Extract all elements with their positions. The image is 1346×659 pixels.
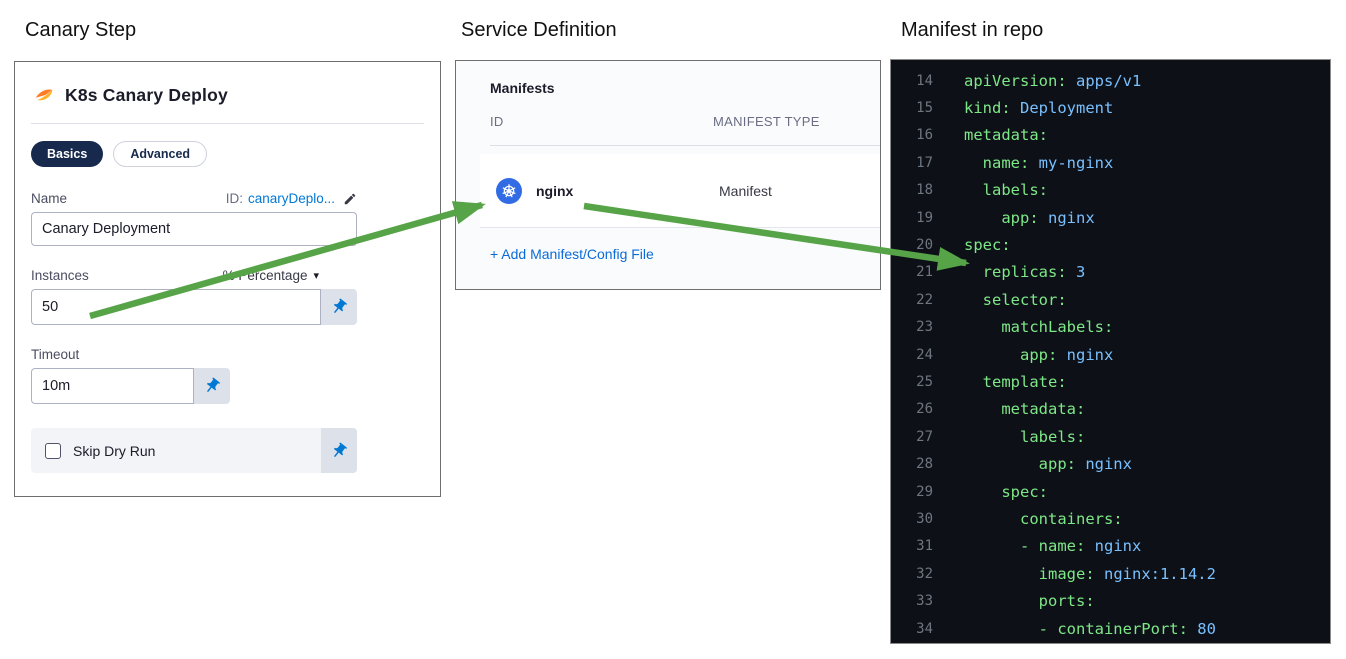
code-line: 26 metadata: [916, 400, 1086, 419]
instances-pin-button[interactable] [321, 289, 357, 325]
code-line: 28 app: nginx [916, 455, 1132, 474]
code-line: 32 image: nginx:1.14.2 [916, 564, 1216, 583]
code-line: 24 app: nginx [916, 345, 1114, 364]
instances-unit-dropdown[interactable]: % Percentage ▾ [222, 268, 319, 283]
manifest-in-repo-label: Manifest in repo [901, 19, 1044, 41]
name-input[interactable] [31, 212, 357, 246]
manifest-id-cell: nginx [536, 182, 574, 199]
pin-icon [206, 377, 220, 392]
service-definition-panel: Manifests ID MANIFEST TYPE nginx Manifes… [455, 60, 881, 290]
step-tabs: Basics Advanced [31, 141, 424, 167]
kubernetes-icon [496, 177, 522, 204]
code-line: 27 labels: [916, 427, 1086, 446]
header-divider [31, 123, 424, 124]
timeout-field [31, 368, 424, 404]
code-line: 22 selector: [916, 290, 1067, 309]
manifest-row-nginx[interactable]: nginx Manifest [480, 154, 880, 228]
code-line: 33 ports: [916, 592, 1095, 611]
timeout-pin-button[interactable] [194, 368, 230, 404]
edit-pencil-icon[interactable] [343, 192, 357, 206]
code-line: 23 matchLabels: [916, 318, 1114, 337]
skip-dry-run-pin-button[interactable] [321, 428, 357, 473]
service-definition-label: Service Definition [461, 19, 617, 41]
pin-icon [333, 442, 347, 457]
instances-input[interactable] [31, 289, 321, 325]
name-label: Name [31, 191, 68, 206]
step-title: K8s Canary Deploy [65, 84, 228, 105]
timeout-label: Timeout [31, 347, 80, 362]
canary-bird-icon [33, 84, 55, 106]
manifest-type-cell: Manifest [719, 182, 772, 199]
code-line: 31 - name: nginx [916, 537, 1142, 556]
code-line: 25 template: [916, 372, 1067, 391]
skip-dry-run-label: Skip Dry Run [73, 442, 156, 459]
tab-advanced[interactable]: Advanced [113, 141, 208, 167]
id-prefix: ID: [225, 191, 243, 206]
chevron-down-icon: ▾ [313, 270, 319, 282]
canary-step-label: Canary Step [25, 19, 137, 41]
column-header-id: ID [490, 114, 504, 129]
code-line: 17 name: my-nginx [916, 153, 1114, 172]
step-id-value[interactable]: canaryDeplo... [247, 191, 335, 206]
code-line: 21 replicas: 3 [916, 263, 1086, 282]
timeout-input[interactable] [31, 368, 194, 404]
table-header-divider [490, 145, 880, 146]
code-line: 19 app: nginx [916, 208, 1095, 227]
pin-icon [333, 298, 347, 313]
step-header: K8s Canary Deploy [31, 84, 424, 106]
code-line: 29 spec: [916, 482, 1048, 501]
instances-label: Instances [31, 268, 89, 283]
skip-dry-run-row: Skip Dry Run [31, 428, 357, 473]
code-line: 18 labels: [916, 181, 1048, 200]
column-header-manifest-type: MANIFEST TYPE [713, 114, 820, 129]
code-line: 30 containers: [916, 509, 1123, 528]
tab-basics[interactable]: Basics [31, 141, 104, 167]
manifests-title: Manifests [490, 80, 555, 96]
code-line: 34 - containerPort: 80 [916, 619, 1216, 638]
skip-dry-run-checkbox[interactable] [45, 442, 61, 459]
instances-field [31, 289, 424, 325]
canary-step-panel: K8s Canary Deploy Basics Advanced Name I… [14, 61, 441, 497]
add-manifest-link[interactable]: + Add Manifest/Config File [490, 246, 654, 262]
